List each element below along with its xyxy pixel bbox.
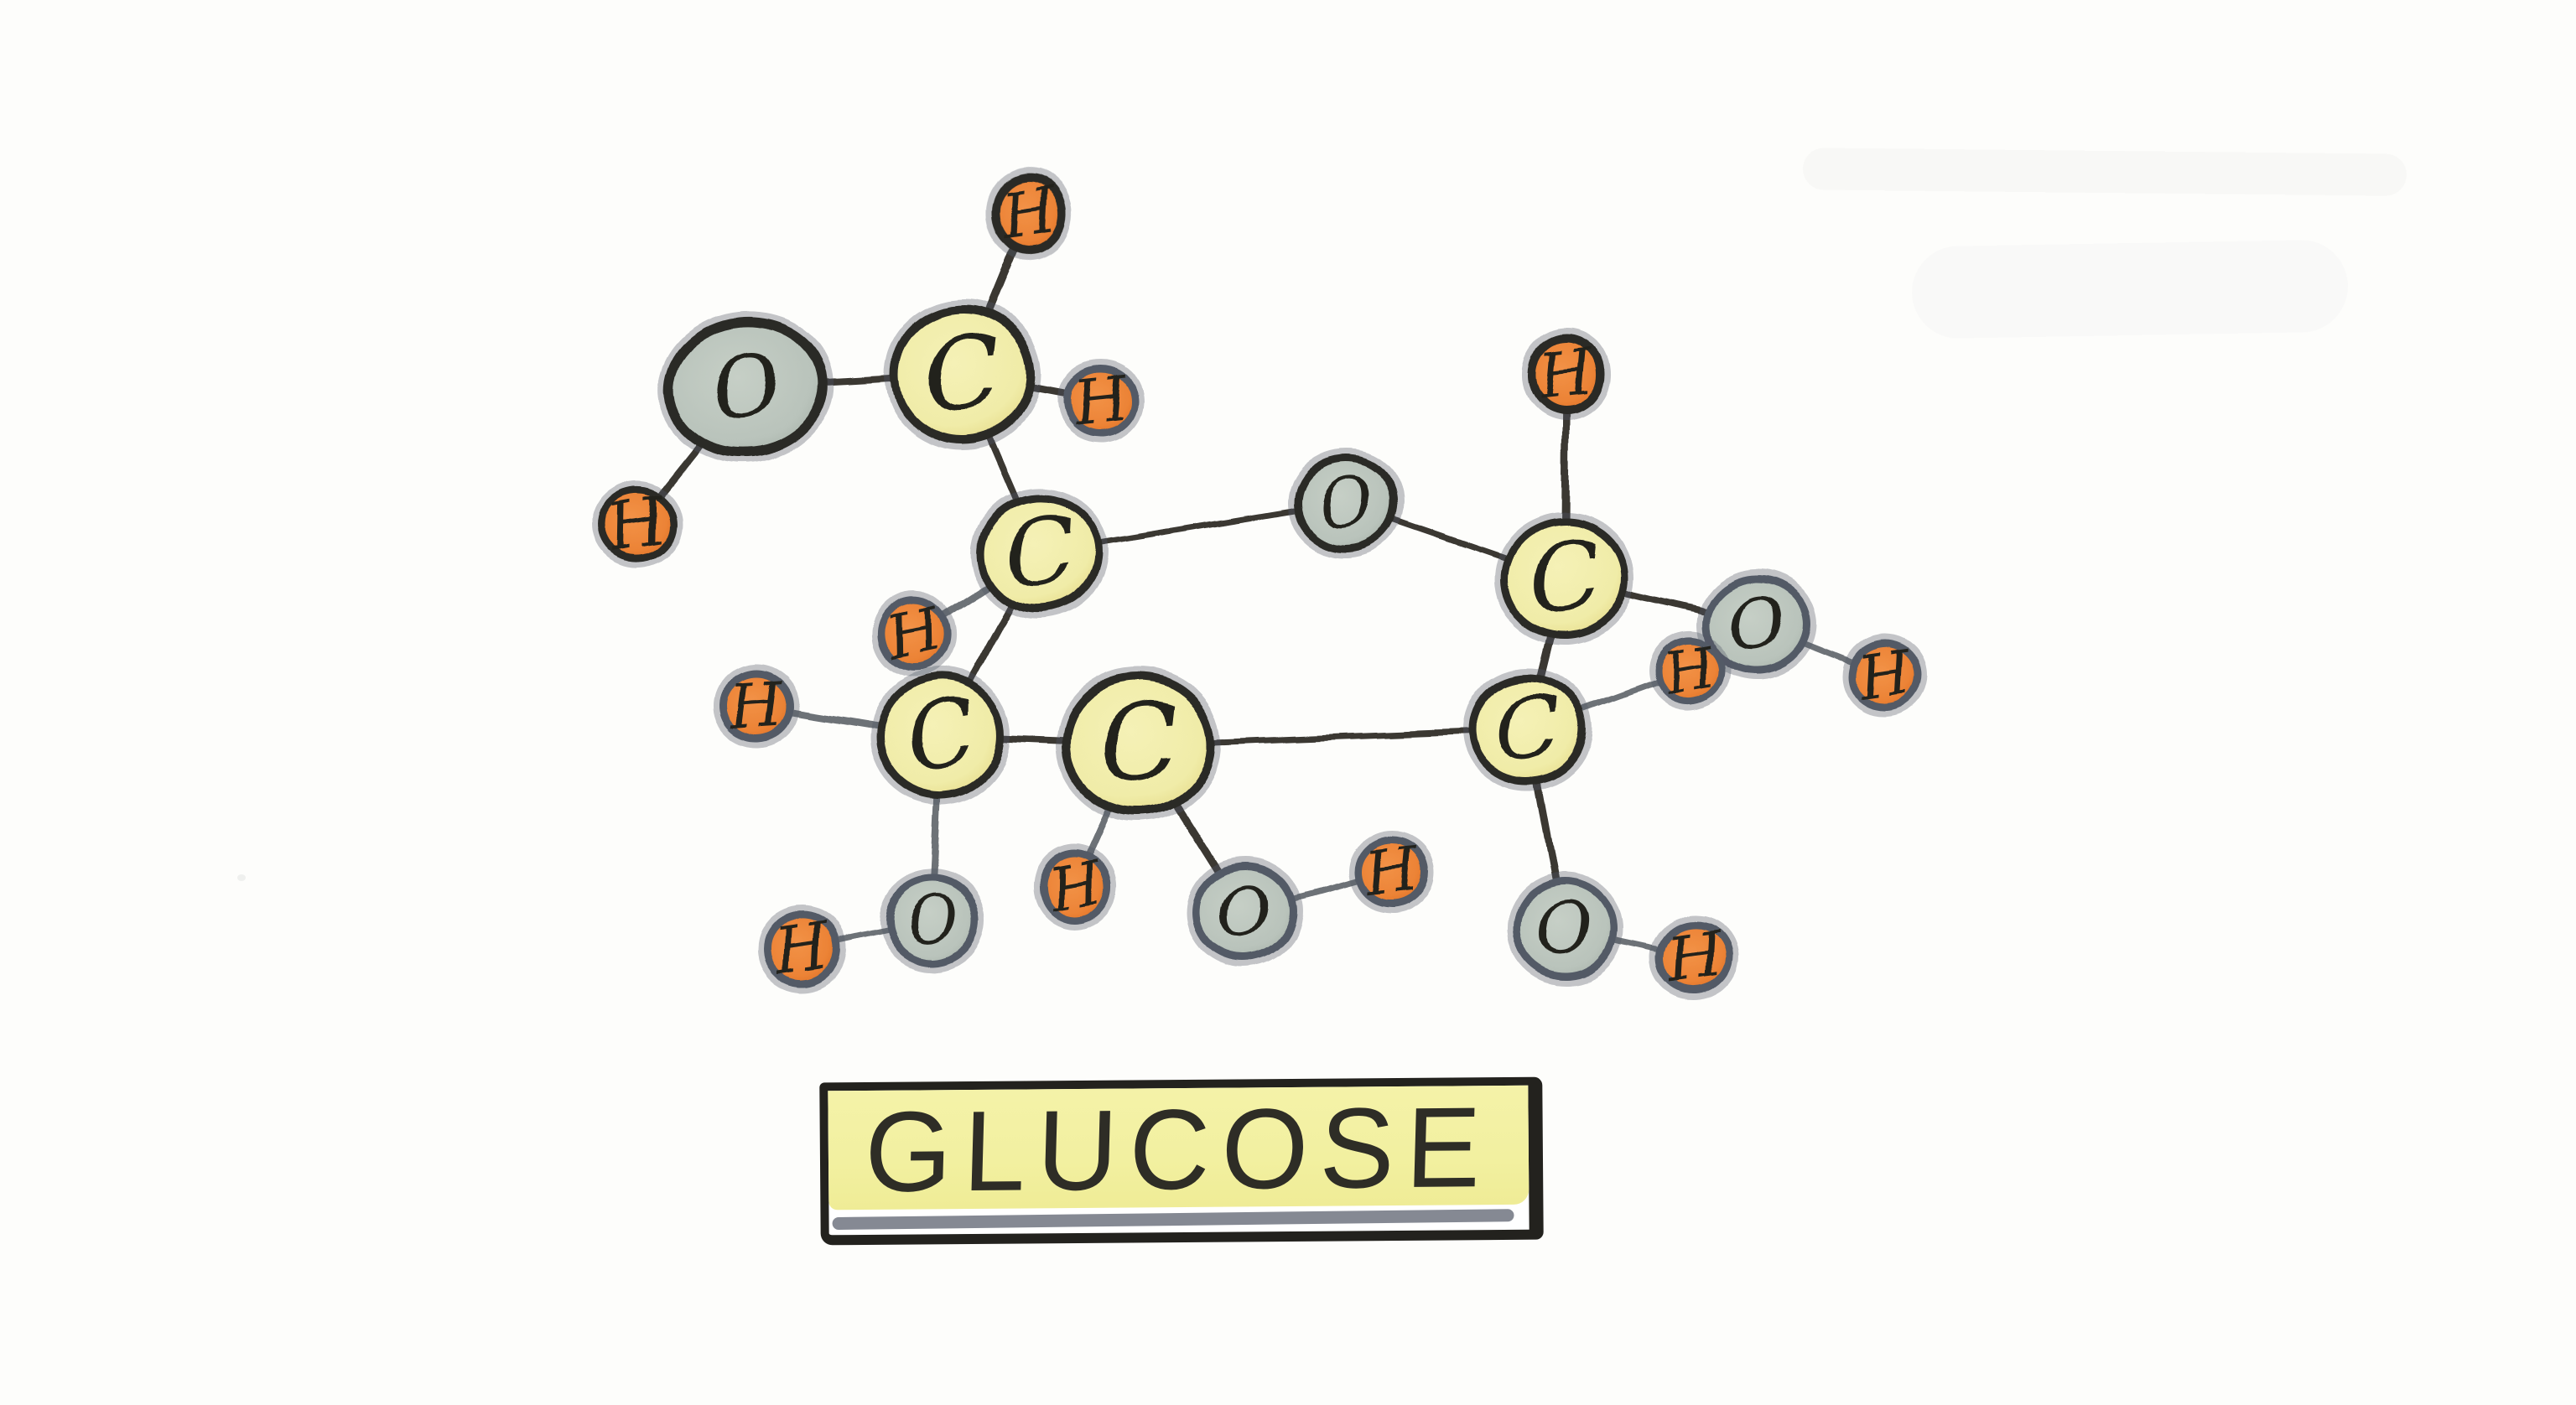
atom-C3: C bbox=[1494, 511, 1635, 645]
atom-circle-C1 bbox=[890, 304, 1036, 445]
atom-circle-H2 bbox=[990, 174, 1067, 254]
atom-H3: H bbox=[1057, 359, 1144, 443]
atom-circle-O1 bbox=[664, 316, 828, 459]
atom-circle-H9 bbox=[1039, 849, 1111, 925]
atom-symbol-H8: H bbox=[1660, 918, 1727, 998]
atom-O2: O bbox=[1287, 448, 1405, 558]
atom-circle-C3 bbox=[1500, 517, 1629, 640]
atom-C6: C bbox=[870, 667, 1011, 805]
atom-circle-H3 bbox=[1062, 365, 1138, 437]
atom-H7: H bbox=[1648, 630, 1730, 711]
atom-circle-H6 bbox=[1847, 640, 1923, 712]
atom-circle-C2 bbox=[977, 494, 1103, 613]
bonds-layer bbox=[634, 210, 1888, 961]
atom-symbol-C2: C bbox=[997, 495, 1082, 610]
atom-C5: C bbox=[1057, 666, 1221, 822]
atom-symbol-O4: O bbox=[1534, 888, 1596, 971]
atom-H2: H bbox=[984, 168, 1073, 260]
atom-H12: H bbox=[756, 905, 847, 993]
atom-C2: C bbox=[971, 488, 1109, 619]
atom-H1: H bbox=[592, 480, 683, 568]
atom-H11: H bbox=[713, 664, 800, 748]
atom-C4: C bbox=[1462, 667, 1593, 791]
atom-C1: C bbox=[884, 298, 1041, 451]
atom-symbol-H5: H bbox=[1534, 336, 1598, 414]
atom-circle-H10 bbox=[1354, 836, 1430, 908]
atom-O1: O bbox=[658, 310, 834, 464]
atom-circle-O6 bbox=[885, 874, 980, 967]
glucose-label-box: GLUCOSE bbox=[819, 1076, 1544, 1246]
atom-circle-C5 bbox=[1062, 672, 1215, 817]
atom-symbol-C5: C bbox=[1094, 680, 1183, 808]
atom-symbol-O5: O bbox=[1213, 870, 1275, 953]
atom-H5: H bbox=[1521, 329, 1612, 421]
atom-circle-H11 bbox=[719, 670, 794, 742]
atom-symbol-O2: O bbox=[1315, 462, 1376, 544]
atom-circle-H7 bbox=[1654, 636, 1724, 705]
atom-H8: H bbox=[1649, 915, 1738, 1000]
atom-H9: H bbox=[1033, 843, 1117, 931]
glucose-label-text: GLUCOSE bbox=[863, 1083, 1494, 1216]
atom-symbol-O6: O bbox=[904, 881, 961, 959]
atom-circle-O2 bbox=[1293, 454, 1399, 552]
atom-H4: H bbox=[872, 590, 956, 677]
atom-symbol-H2: H bbox=[995, 174, 1062, 254]
atom-H10: H bbox=[1348, 830, 1436, 914]
atom-symbol-H10: H bbox=[1360, 833, 1422, 909]
atom-symbol-H12: H bbox=[768, 910, 834, 989]
atom-circle-H5 bbox=[1527, 334, 1606, 415]
atom-circle-H12 bbox=[762, 911, 841, 987]
atom-circle-C6 bbox=[876, 673, 1005, 799]
atom-symbol-H6: H bbox=[1852, 636, 1917, 713]
atom-O6: O bbox=[879, 868, 986, 972]
atom-symbol-H3: H bbox=[1068, 362, 1130, 438]
atom-symbol-C3: C bbox=[1524, 521, 1607, 636]
atom-circle-O5 bbox=[1192, 863, 1297, 962]
atom-symbol-O3: O bbox=[1725, 583, 1788, 666]
atom-circle-H1 bbox=[598, 486, 677, 562]
atom-O3: O bbox=[1696, 569, 1817, 680]
atom-symbol-O1: O bbox=[707, 334, 786, 439]
atom-circle-H8 bbox=[1655, 920, 1732, 994]
atom-circle-H4 bbox=[878, 596, 950, 671]
atom-symbol-C1: C bbox=[919, 312, 1005, 436]
atom-circle-O3 bbox=[1702, 575, 1811, 674]
atom-symbol-H11: H bbox=[726, 668, 787, 742]
atom-O4: O bbox=[1506, 872, 1623, 986]
atom-symbol-C4: C bbox=[1489, 675, 1566, 784]
atom-O5: O bbox=[1186, 857, 1303, 967]
atom-circle-O4 bbox=[1512, 878, 1618, 980]
atom-circle-C4 bbox=[1468, 673, 1587, 785]
atom-H6: H bbox=[1841, 634, 1929, 718]
